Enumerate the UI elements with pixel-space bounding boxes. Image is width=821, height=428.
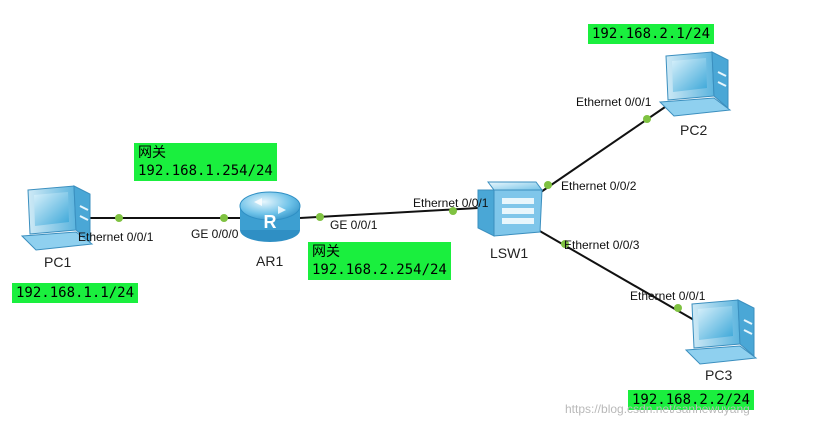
port-label-lsw1-eth002: Ethernet 0/0/2 (561, 179, 637, 193)
gateway-left-box: 网关 192.168.1.254/24 (134, 143, 277, 181)
gateway-right-ip: 192.168.2.254/24 (312, 262, 447, 278)
port-dot-ar1-ge000 (220, 214, 228, 222)
gateway-right-box: 网关 192.168.2.254/24 (308, 242, 451, 280)
router-icon[interactable]: R (239, 191, 301, 242)
switch-icon[interactable] (477, 181, 543, 237)
pc3-ip-box: 192.168.2.2/24 (628, 390, 755, 410)
pc1-ip-box: 192.168.1.1/24 (12, 283, 139, 303)
port-dot-ar1-ge001 (316, 213, 324, 221)
port-dot-lsw1-eth002 (544, 181, 552, 189)
port-label-lsw1-eth001: Ethernet 0/0/1 (413, 196, 489, 210)
port-dot-pc2 (643, 115, 651, 123)
pc1-name: PC1 (44, 254, 72, 270)
port-dot-pc3 (674, 304, 682, 312)
port-label-lsw1-eth003: Ethernet 0/0/3 (564, 238, 640, 252)
port-dot-pc1 (115, 214, 123, 222)
pc2-name: PC2 (680, 122, 708, 138)
gateway-right-label: 网关 (312, 244, 340, 260)
ar1-name: AR1 (256, 253, 284, 269)
port-label-ar1-ge000: GE 0/0/0 (191, 227, 239, 241)
port-label-pc2-eth: Ethernet 0/0/1 (576, 95, 652, 109)
port-label-pc3-eth: Ethernet 0/0/1 (630, 289, 706, 303)
pc2-ip-box: 192.168.2.1/24 (588, 24, 715, 44)
port-dot-lsw1-eth001 (449, 207, 457, 215)
lsw1-name: LSW1 (490, 245, 529, 261)
port-label-ar1-ge001: GE 0/0/1 (330, 218, 378, 232)
port-label-pc1-eth: Ethernet 0/0/1 (78, 230, 154, 244)
pc3-name: PC3 (705, 367, 733, 383)
gateway-left-label: 网关 (138, 145, 166, 161)
link-ar1-lsw1 (299, 207, 479, 219)
pc1-icon[interactable] (20, 185, 94, 251)
pc2-icon[interactable] (658, 51, 732, 117)
pc3-icon[interactable] (684, 299, 758, 365)
port-dot-lsw1-eth003 (561, 240, 569, 248)
svg-text:R: R (264, 212, 277, 232)
gateway-left-ip: 192.168.1.254/24 (138, 163, 273, 179)
watermark: https://blog.csdn.net/sanhewuyang (565, 402, 750, 416)
